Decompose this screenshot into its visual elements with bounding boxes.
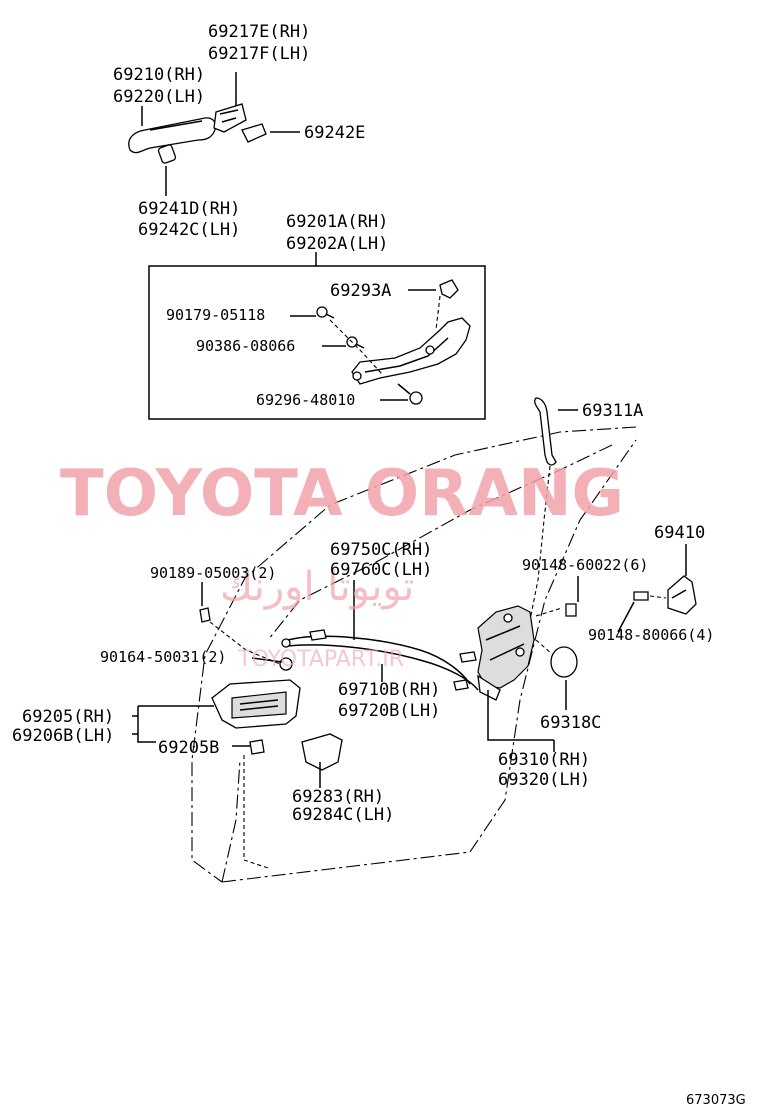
label-69410: 69410 — [654, 523, 705, 543]
label-69318c: 69318C — [540, 713, 601, 733]
inside-frame-assembly — [316, 279, 471, 405]
label-69210: 69210(RH) — [113, 65, 205, 85]
label-69242c: 69242C(LH) — [138, 220, 240, 240]
label-69217e: 69217E(RH) — [208, 22, 310, 42]
label-69750c: 69750C(RH) — [330, 540, 432, 560]
label-69720b: 69720B(LH) — [338, 701, 440, 721]
label-69217f: 69217F(LH) — [208, 44, 310, 64]
label-69201a: 69201A(RH) — [286, 212, 388, 232]
label-69206b: 69206B(LH) — [12, 726, 114, 746]
label-69205: 69205(RH) — [22, 707, 114, 727]
label-69760c: 69760C(LH) — [330, 560, 432, 580]
outside-handle — [128, 103, 267, 164]
striker — [633, 575, 697, 615]
label-69241d: 69241D(RH) — [138, 199, 240, 219]
inside-handle — [199, 607, 343, 771]
label-69311a: 69311A — [582, 401, 643, 421]
door-lock-assembly — [477, 603, 578, 701]
label-69284c: 69284C(LH) — [292, 805, 394, 825]
label-69202a: 69202A(LH) — [286, 234, 388, 254]
bracket-box — [148, 265, 486, 420]
label-69320: 69320(LH) — [498, 770, 590, 790]
label-90189: 90189-05003(2) — [150, 564, 276, 582]
label-69293a: 69293A — [330, 281, 391, 301]
label-90179: 90179-05118 — [166, 306, 265, 324]
leader-lines — [132, 72, 687, 788]
watermark-url: TOYOTAPART.IR — [237, 647, 404, 672]
label-69296: 69296-48010 — [256, 391, 355, 409]
label-69220: 69220(LH) — [113, 87, 205, 107]
door-outline — [191, 426, 637, 883]
label-69310: 69310(RH) — [498, 750, 590, 770]
label-90164: 90164-50031(2) — [100, 648, 226, 666]
label-90386: 90386-08066 — [196, 337, 295, 355]
watermark-arabic: تويوتا اورنك — [220, 564, 414, 610]
label-69710b: 69710B(RH) — [338, 680, 440, 700]
label-69283: 69283(RH) — [292, 787, 384, 807]
lock-rod — [529, 397, 557, 621]
watermark-main: TOYOTA ORANG — [60, 457, 624, 531]
label-90148b: 90148-80066(4) — [588, 626, 714, 644]
cables — [281, 629, 479, 691]
label-69205b: 69205B — [158, 738, 219, 758]
label-90148a: 90148-60022(6) — [522, 556, 648, 574]
diagram-code: 673073G — [686, 1093, 746, 1108]
label-69242e: 69242E — [304, 123, 365, 143]
